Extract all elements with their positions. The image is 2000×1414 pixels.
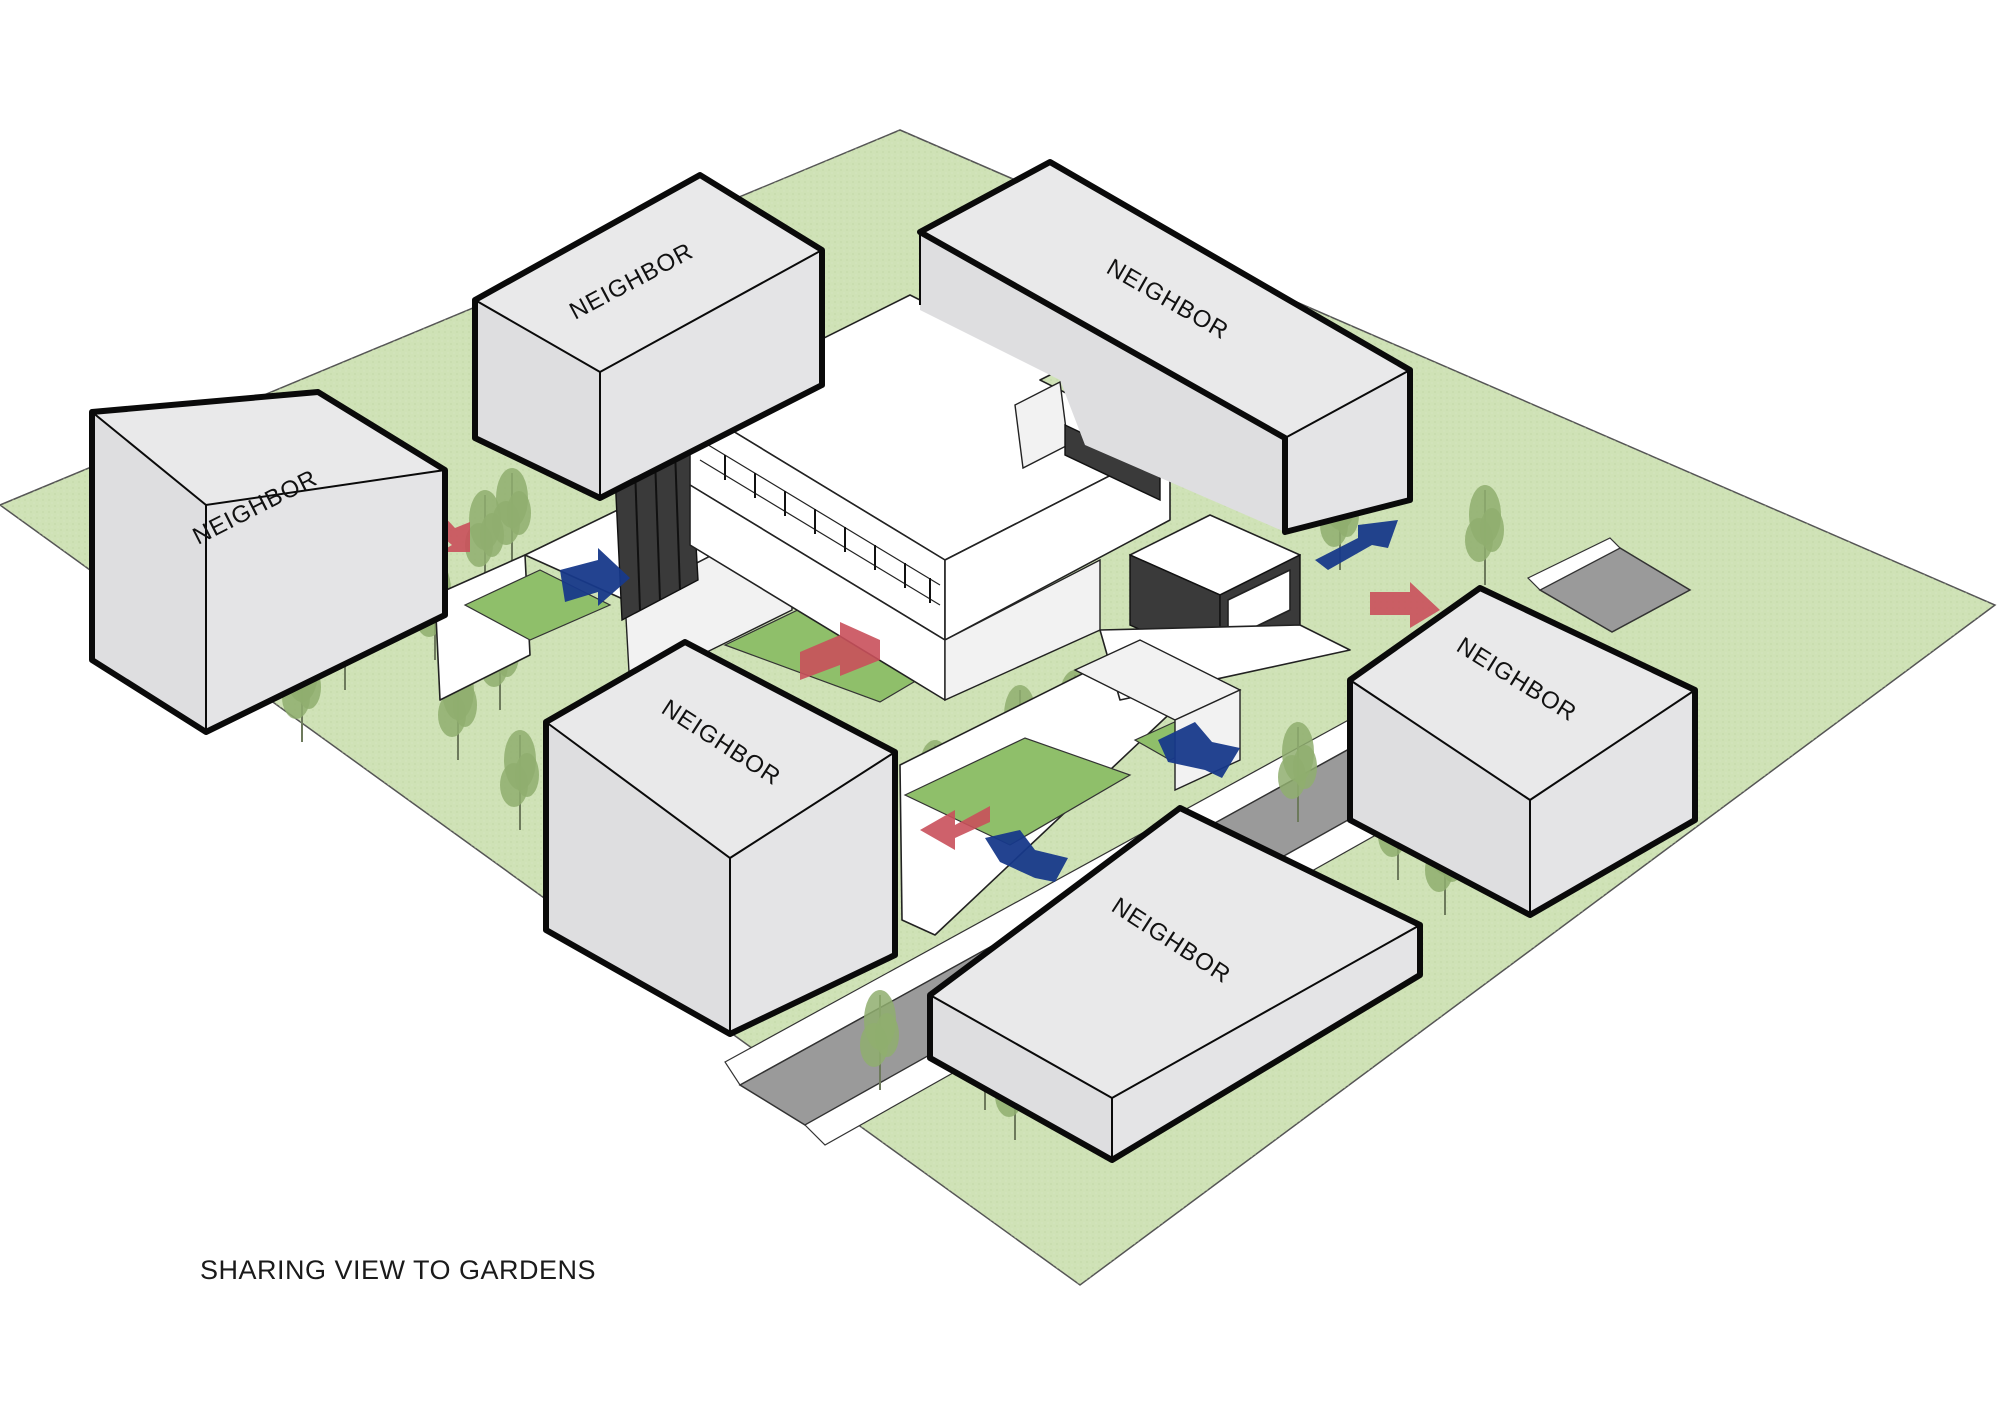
- neighbor-block-east: NEIGHBOR: [1347, 585, 1698, 918]
- house: [434, 294, 1351, 936]
- view-out-arrow-icon: [1158, 722, 1240, 778]
- view-in-arrow-icon: [800, 622, 880, 680]
- neighbor-block-south: NEIGHBOR: [927, 805, 1423, 1163]
- view-in-arrow-icon: [1370, 582, 1440, 628]
- main-east-face: [944, 444, 1171, 641]
- view-out-arrow-icon: [560, 548, 630, 606]
- neighbor-block-west: NEIGHBOR: [89, 389, 448, 735]
- diagram-caption: SHARING VIEW TO GARDENS: [200, 1255, 597, 1285]
- view-out-arrow-icon: [985, 830, 1068, 882]
- neighbor-block-north: NEIGHBOR: [472, 172, 825, 501]
- view-in-arrow-icon: [920, 806, 990, 850]
- neighbor-block-northeast: NEIGHBOR: [917, 159, 1413, 535]
- neighbor-block-southwest: NEIGHBOR: [543, 639, 898, 1037]
- view-out-arrow-icon: [1315, 520, 1398, 570]
- window-mullions: [724, 455, 931, 603]
